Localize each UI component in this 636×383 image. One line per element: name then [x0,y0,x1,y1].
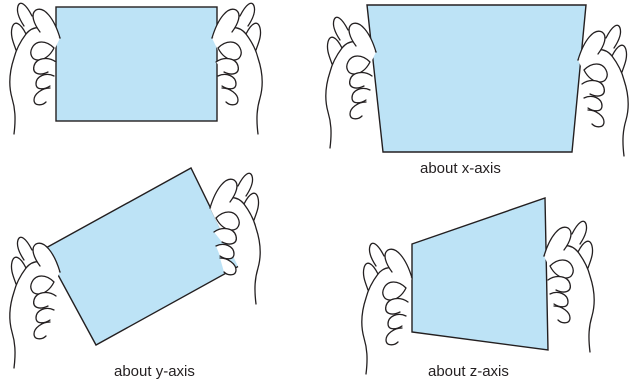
right-hand-icon [211,2,263,135]
right-hand-icon [577,24,629,157]
caption-about-y-axis: about y-axis [114,363,195,380]
paper-sheet-rotated-y [43,167,240,346]
left-hand-icon [9,2,61,135]
paper-sheet [55,6,218,122]
right-hand-icon [543,220,595,353]
panel-x-axis [325,4,629,157]
paper-sheet-tilted-z [411,197,549,351]
caption-about-x-axis: about x-axis [420,160,501,177]
paper-sheet-tilted-x [366,4,587,153]
left-hand-icon [9,236,61,369]
left-hand-icon [361,242,413,375]
panel-flat [9,2,263,135]
panel-y-axis [9,167,261,369]
caption-about-z-axis: about z-axis [428,363,509,380]
panel-z-axis [361,197,595,375]
left-hand-icon [325,16,377,149]
